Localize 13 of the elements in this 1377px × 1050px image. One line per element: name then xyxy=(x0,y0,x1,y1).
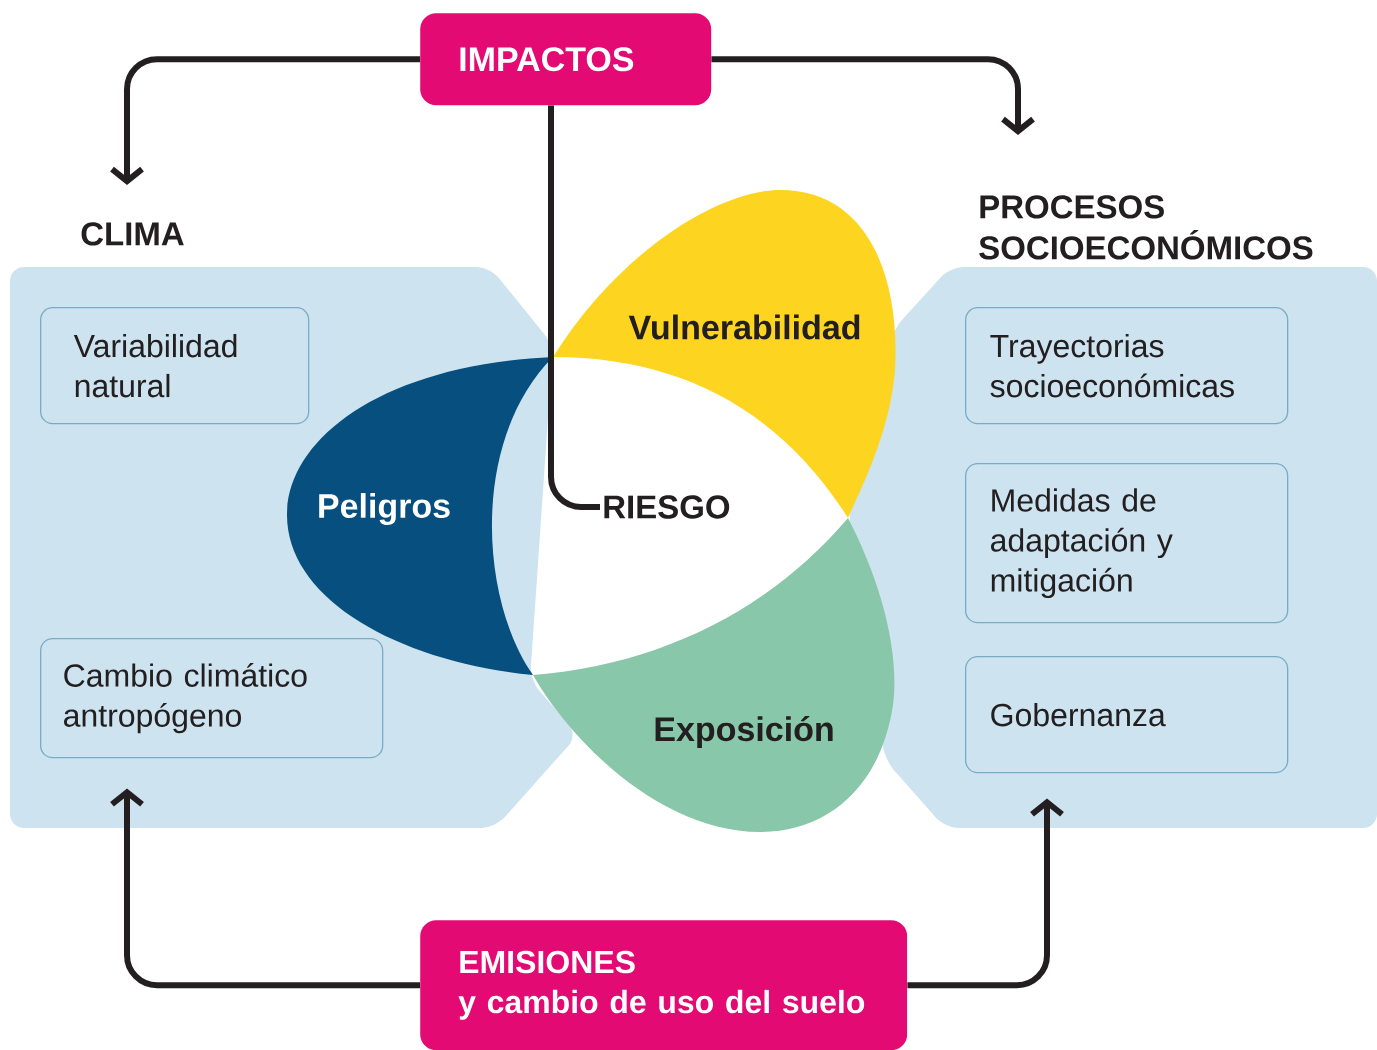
petal: Exposición xyxy=(533,518,895,832)
factor-box: Cambio climático antropógeno xyxy=(40,638,384,759)
arrow xyxy=(711,56,1035,135)
emission-box: EMISIONES y cambio de uso del suelo xyxy=(420,920,908,1050)
node-label: PROCESOS SOCIOECONÓMICOS xyxy=(979,195,1313,260)
factor-box: Trayectorias socioeconómicas xyxy=(965,307,1289,425)
node-label: CLIMA xyxy=(81,222,184,246)
center-label: RIESGO xyxy=(604,495,730,519)
factor-box: Gobernanza xyxy=(965,656,1289,774)
factor-box: Medidas de adaptación y mitigación xyxy=(965,463,1289,624)
arrow xyxy=(907,798,1064,989)
factor-box: Variabilidad natural xyxy=(40,307,310,425)
impact-box: IMPACTOS xyxy=(420,13,712,106)
